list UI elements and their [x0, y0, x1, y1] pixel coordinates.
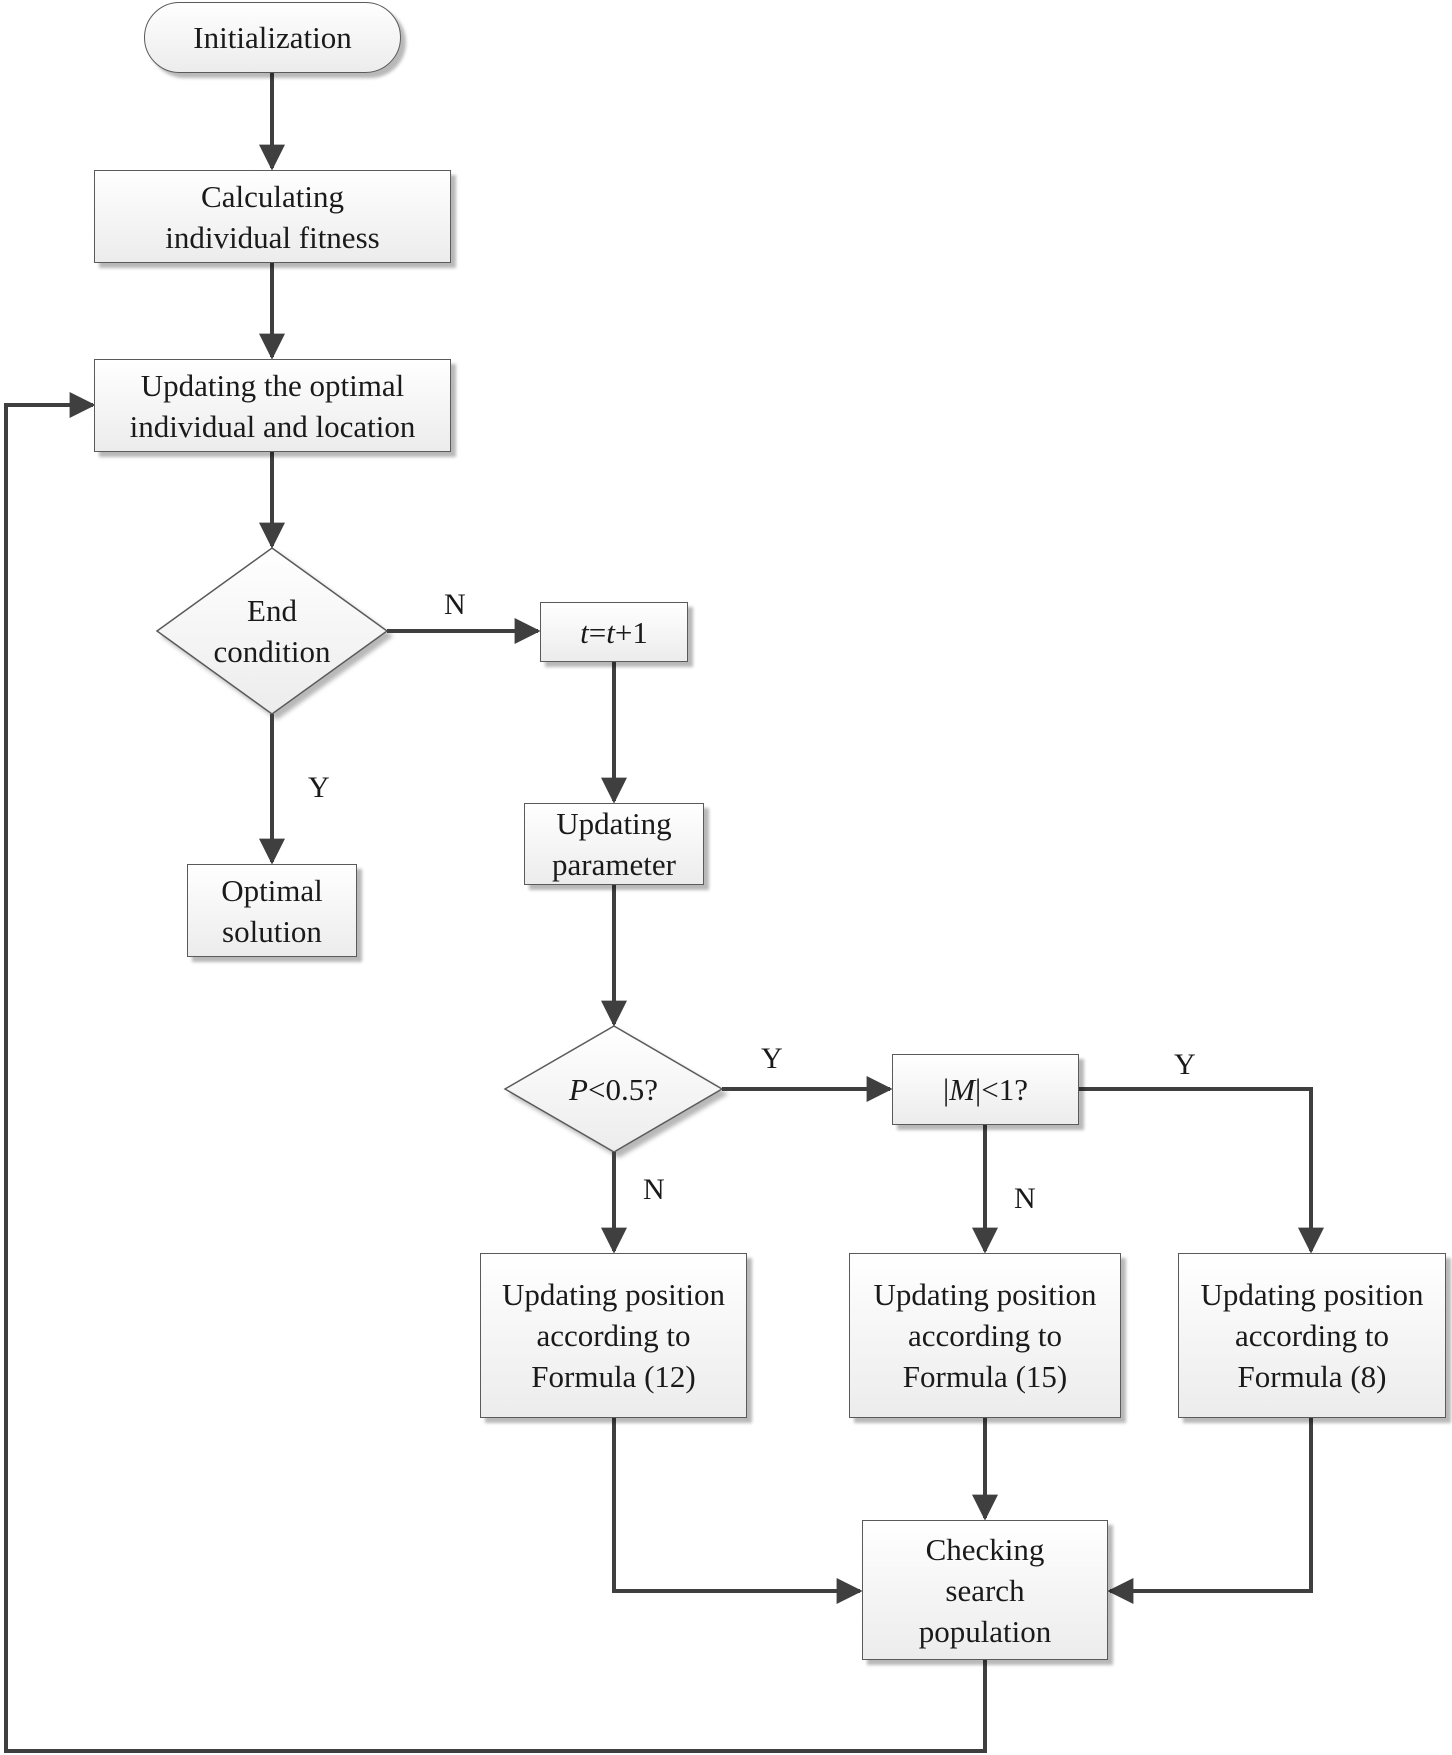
update-optimal-node: Updating the optimal individual and loca… [94, 359, 451, 452]
formula-12-label: Updating position according to Formula (… [501, 1277, 726, 1394]
initialization-node: Initialization [144, 2, 401, 73]
update-parameter-node: Updating parameter [524, 803, 704, 885]
formula-12-node: Updating position according to Formula (… [480, 1253, 747, 1418]
m-check-node: |M|<1? [892, 1054, 1079, 1125]
optimal-solution-label: Optimal solution [221, 872, 323, 949]
end-condition-yes-label: Y [308, 771, 330, 804]
optimal-solution-node: Optimal solution [187, 864, 357, 957]
formula-8-label: Updating position according to Formula (… [1200, 1277, 1424, 1394]
increment-node: t=t+1 [540, 602, 688, 662]
p-check-node: P<0.5? [505, 1026, 722, 1152]
m-check-label: |M|<1? [943, 1072, 1028, 1107]
edge-m-yes [1079, 1087, 1324, 1254]
update-optimal-label: Updating the optimal individual and loca… [129, 367, 416, 444]
formula-15-node: Updating position according to Formula (… [849, 1253, 1121, 1418]
formula-8-node: Updating position according to Formula (… [1178, 1253, 1446, 1418]
end-condition-node: End condition [157, 548, 387, 714]
end-condition-no-label: N [444, 588, 466, 621]
m-check-yes-label: Y [1174, 1048, 1196, 1081]
checking-population-node: Checking search population [862, 1520, 1108, 1660]
formula-15-label: Updating position according to Formula (… [873, 1277, 1097, 1394]
edge-loop-back [4, 392, 987, 1753]
initialization-label: Initialization [193, 20, 352, 55]
update-parameter-label: Updating parameter [552, 806, 676, 882]
p-check-yes-label: Y [761, 1042, 783, 1075]
edge-f8-to-check [1107, 1418, 1313, 1604]
p-check-no-label: N [643, 1173, 665, 1206]
end-condition-label: End condition [213, 593, 331, 669]
increment-label: t=t+1 [580, 614, 648, 650]
edge-f12-to-check [612, 1418, 863, 1604]
calculating-fitness-node: Calculating individual fitness [94, 170, 451, 263]
checking-population-label: Checking search population [918, 1531, 1052, 1649]
p-check-label: P<0.5? [569, 1071, 658, 1107]
calculating-fitness-label: Calculating individual fitness [165, 178, 380, 255]
m-check-no-label: N [1014, 1182, 1036, 1215]
